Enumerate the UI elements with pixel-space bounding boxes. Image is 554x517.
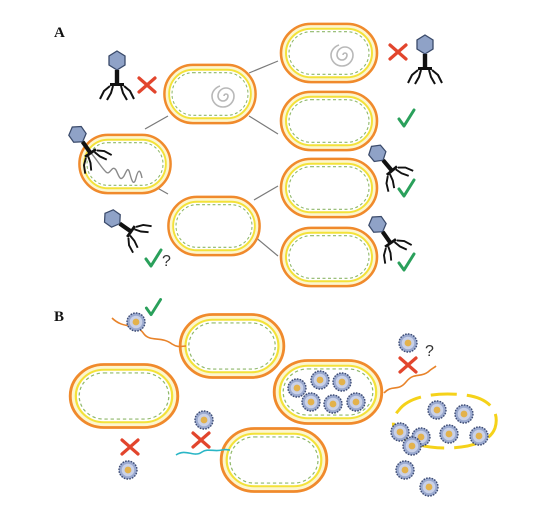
cell-a-gen3-2 [279,90,379,152]
question-mark: ? [425,343,434,360]
cell-a-gen2-top [163,63,257,125]
panel-label-a: A [54,25,65,41]
virion-icon [398,333,418,353]
virion-icon [454,404,474,424]
virion-icon [346,392,366,412]
virion-icon [469,426,489,446]
phage-icon [99,50,135,101]
cell-a-gen1 [78,133,172,195]
phage-icon [407,34,443,85]
cross-icon [191,431,211,449]
cross-icon [137,76,157,94]
pilus-icon [111,317,187,348]
spiral-dna-icon [330,44,354,67]
spiral-dna-icon [211,85,235,108]
check-icon [397,178,416,198]
virion-icon [301,392,321,412]
virion-icon [395,460,415,480]
check-icon [144,248,163,268]
cell-b-left [68,363,180,429]
virion-icon [194,410,214,430]
virion-icon [439,424,459,444]
phage-icon [94,199,154,255]
cell-b-pilus-cell [178,313,286,379]
cell-a-gen2-bottom [167,195,261,257]
virion-icon [287,378,307,398]
virion-icon [118,460,138,480]
cell-a-gen3-3 [279,157,379,219]
cross-icon [120,438,140,456]
pilus-icon [383,365,437,394]
virion-icon [126,312,146,332]
virion-icon [310,370,330,390]
question-mark: ? [162,253,171,270]
check-icon [397,252,416,272]
cell-a-gen3-4 [279,226,379,288]
cell-b-bottom [219,427,329,493]
cross-icon [388,43,408,61]
cell-a-gen3-1 [279,22,379,84]
virion-icon [323,394,343,414]
coiled-dna-icon [89,151,143,184]
virion-icon [402,436,422,456]
virion-icon [427,400,447,420]
virion-icon [419,477,439,497]
check-icon [144,298,163,317]
panel-label-b: B [54,309,64,325]
pilus-icon [175,448,231,456]
check-icon [397,108,416,128]
cross-icon [398,356,418,374]
virion-icon [332,372,352,392]
